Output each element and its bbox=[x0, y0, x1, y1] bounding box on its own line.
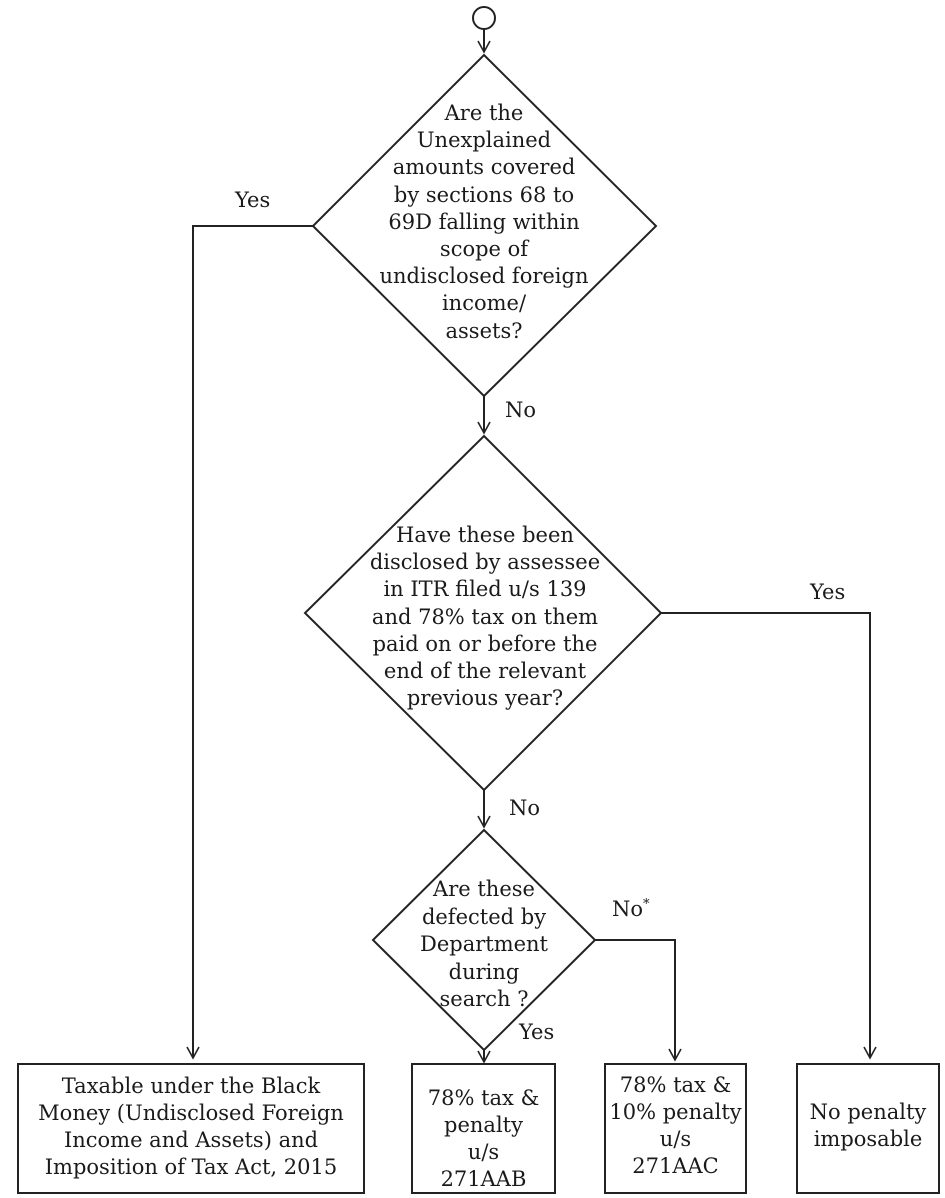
footnote-mark: * bbox=[643, 897, 650, 912]
edge-label-d3-no-text: No bbox=[612, 897, 644, 921]
outcome-box-no-penalty bbox=[796, 1063, 940, 1194]
outcome-271aac-text: 78% tax & 10% penalty u/s 271AAC bbox=[609, 1073, 742, 1178]
outcome-black-money-text: Taxable under the Black Money (Undisclos… bbox=[38, 1074, 344, 1179]
connector-d1-yes bbox=[186, 225, 313, 1060]
outcome-box-271aac bbox=[604, 1063, 747, 1194]
edge-label-d2-yes: Yes bbox=[810, 580, 846, 604]
decision-2-text: Have these been disclosed by assessee in… bbox=[369, 523, 601, 711]
outcome-box-271aab bbox=[411, 1063, 556, 1194]
decision-1-text: Are the Unexplained amounts covered by s… bbox=[379, 101, 589, 343]
outcome-271aab-text: 78% tax & penalty u/s 271AAB bbox=[427, 1086, 540, 1191]
connector-d3-no bbox=[595, 939, 682, 1062]
edge-label-d2-no: No bbox=[509, 796, 541, 820]
connector-d2-yes bbox=[661, 612, 877, 1060]
decision-3-text: Are these defected by Department during … bbox=[419, 877, 548, 1011]
start-node bbox=[472, 6, 496, 30]
edge-label-d1-no: No bbox=[505, 398, 537, 422]
outcome-box-black-money bbox=[17, 1063, 365, 1194]
edge-label-d3-yes: Yes bbox=[519, 1020, 555, 1044]
edge-label-d1-yes: Yes bbox=[235, 188, 271, 212]
outcome-no-penalty-text: No penalty imposable bbox=[809, 1100, 927, 1151]
edge-label-d3-no: No* bbox=[612, 898, 650, 920]
